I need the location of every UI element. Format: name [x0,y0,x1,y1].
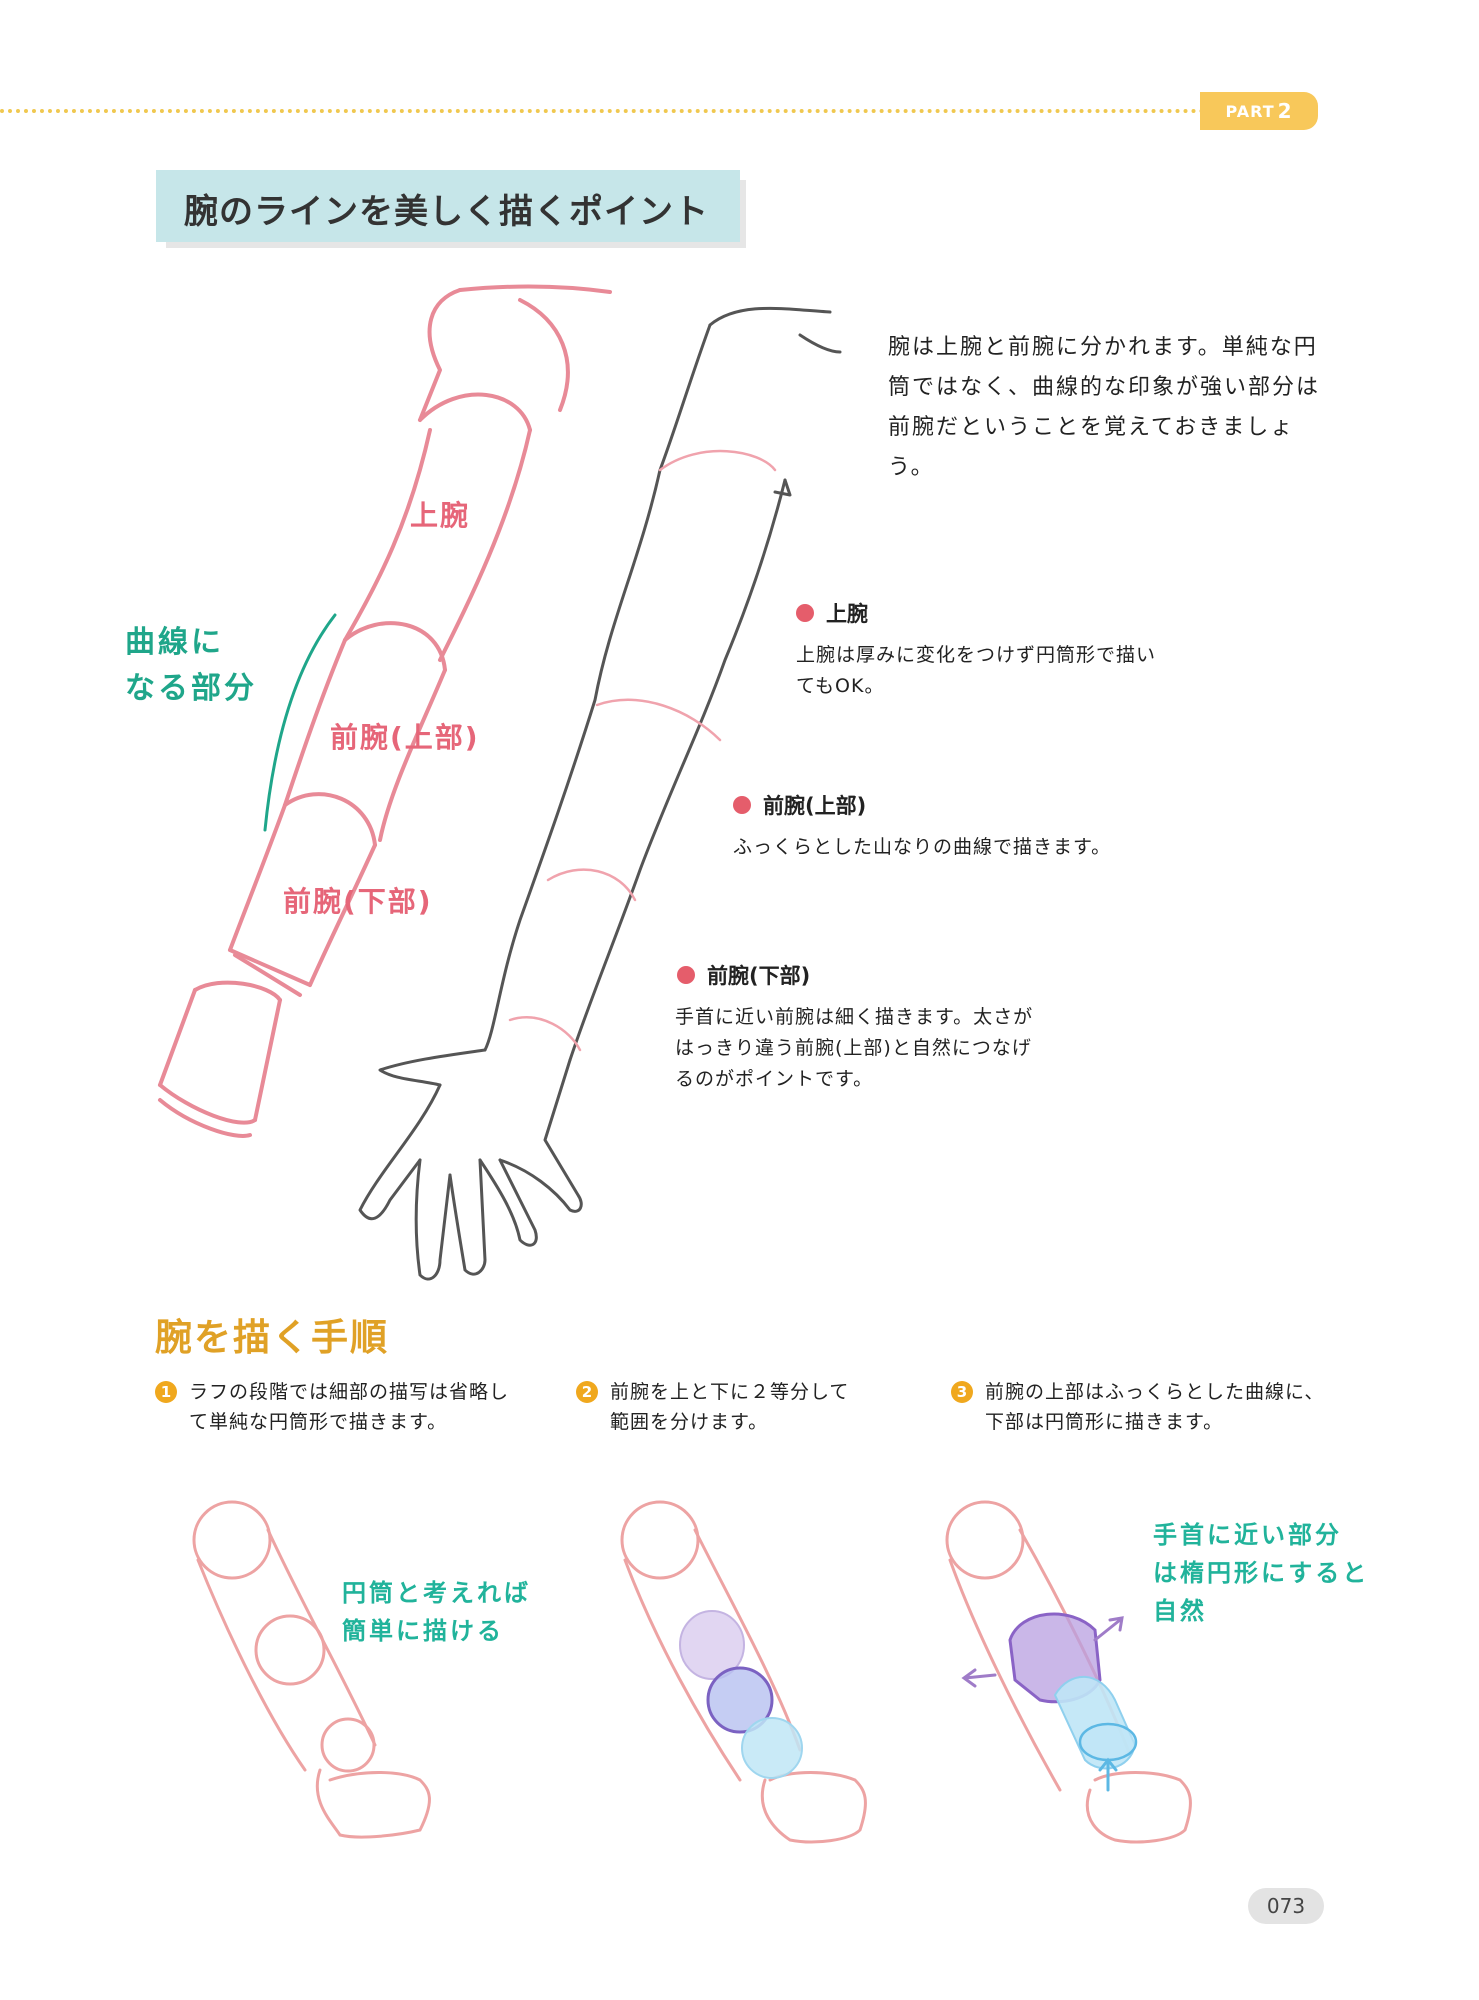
step-text-line: 前腕を上と下に２等分して [610,1381,850,1403]
page-number: 073 [1248,1888,1324,1924]
bullet-dot [677,966,695,984]
intro-paragraph: 腕は上腕と前腕に分かれます。単純な円筒ではなく、曲線的な印象が強い部分は前腕だと… [888,335,1321,480]
note-wrist-line2: は楕円形にすると [1153,1559,1370,1587]
bullet-dot [733,796,751,814]
step-text-line: 前腕の上部はふっくらとした曲線に、 [985,1381,1325,1403]
bullet-body-line: 手首に近い前腕は細く描きます。太さが [675,1006,1034,1028]
bullet-dot [796,604,814,622]
label-curve-part-line1: 曲線に [125,625,224,660]
step-text-line: 範囲を分けます。 [610,1411,769,1433]
step-1: 1 ラフの段階では細部の描写は省略し て単純な円筒形で描きます。 [155,1377,509,1437]
lineart-arm-sketch [358,306,842,1281]
section-title: 腕のラインを美しく描くポイント [184,192,709,232]
bullet-body-line: 上腕は厚みに変化をつけず円筒形で描い [796,644,1157,666]
section-title-bar [156,170,740,242]
step-text-line: て単純な円筒形で描きます。 [189,1411,448,1433]
step2-lower-circle [741,1717,803,1779]
bullet-body-line: るのがポイントです。 [675,1068,874,1090]
label-forearm-upper: 前腕(上部) [330,721,480,754]
step2-upper-forearm-oval [679,1610,745,1680]
bullet-body-line: てもOK。 [796,675,885,697]
step3-arrows [961,1616,1124,1792]
label-curve-part: 曲線に なる部分 [125,620,257,712]
note-cylinder-line1: 円筒と考えれば [342,1579,531,1607]
label-upper-arm: 上腕 [410,499,471,532]
step-3: 3 前腕の上部はふっくらとした曲線に、 下部は円筒形に描きます。 [951,1377,1324,1437]
note-wrist-line1: 手首に近い部分 [1153,1521,1342,1549]
step-number: 1 [155,1381,177,1403]
step1-cylinder-sketch [192,1500,431,1839]
part-label: PART [1225,101,1275,121]
bullet-forearm-upper: 前腕(上部) ふっくらとした山なりの曲線で描きます。 [733,790,1111,863]
note-wrist: 手首に近い部分 は楕円形にすると 自然 [1153,1516,1369,1630]
bullet-body-line: ふっくらとした山なりの曲線で描きます。 [733,836,1112,858]
note-cylinder: 円筒と考えれば 簡単に描ける [342,1574,531,1650]
step-text-line: 下部は円筒形に描きます。 [985,1411,1224,1433]
step-text-line: ラフの段階では細部の描写は省略し [189,1381,510,1403]
bullet-upper-arm: 上腕 上腕は厚みに変化をつけず円筒形で描い てもOK。 [796,598,1156,702]
step-2: 2 前腕を上と下に２等分して 範囲を分けます。 [576,1377,849,1437]
label-curve-part-line2: なる部分 [125,671,257,706]
pink-cylinder-arm-sketch [158,284,612,1138]
bullet-forearm-lower: 前腕(下部) 手首に近い前腕は細く描きます。太さが はっきり違う前腕(上部)と自… [675,960,1033,1095]
header-dotted-rule [0,109,1205,113]
step-number: 2 [576,1381,598,1403]
bullet-body-line: はっきり違う前腕(上部)と自然につなげ [675,1037,1032,1059]
curve-indicator-line [263,613,337,832]
bullet-title: 前腕(下部) [707,964,811,988]
lineart-segment-hints [508,449,777,1052]
part-number: 2 [1277,99,1293,123]
step-number: 3 [951,1381,973,1403]
note-cylinder-line2: 簡単に描ける [342,1617,504,1645]
part-tab: PART 2 [1200,92,1318,130]
label-forearm-lower: 前腕(下部) [283,885,433,918]
step2-mid-circle [706,1666,774,1734]
bullet-title: 上腕 [826,602,868,626]
step3-wrist-oval [1078,1722,1138,1762]
note-wrist-line3: 自然 [1153,1597,1207,1625]
bullet-title: 前腕(上部) [763,794,867,818]
steps-heading: 腕を描く手順 [155,1316,389,1359]
